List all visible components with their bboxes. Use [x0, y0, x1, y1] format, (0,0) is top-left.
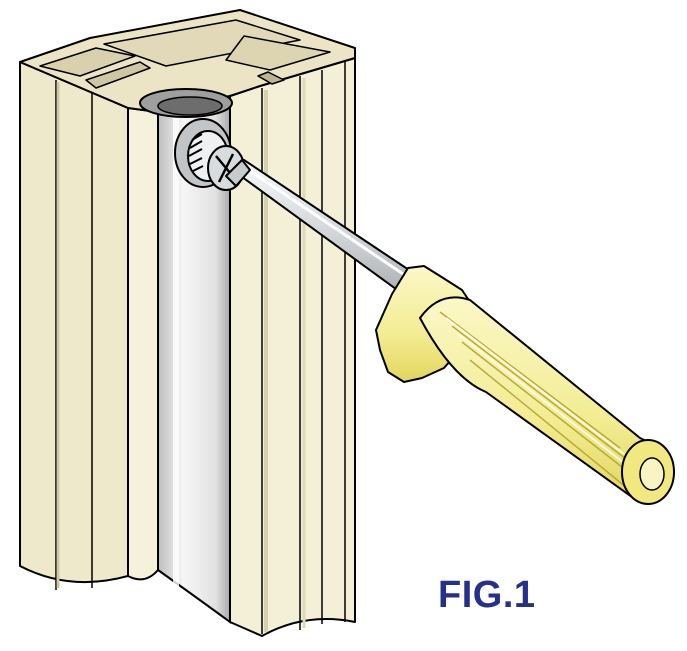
profile-right-face: [229, 57, 356, 637]
screwdriver-icon: [225, 159, 675, 505]
screw-icon: [174, 118, 245, 191]
profile-left-face: [19, 61, 129, 584]
profile-channel: [139, 88, 233, 624]
profile-front-face: [127, 107, 159, 581]
figure-label: FIG.1: [438, 574, 536, 616]
